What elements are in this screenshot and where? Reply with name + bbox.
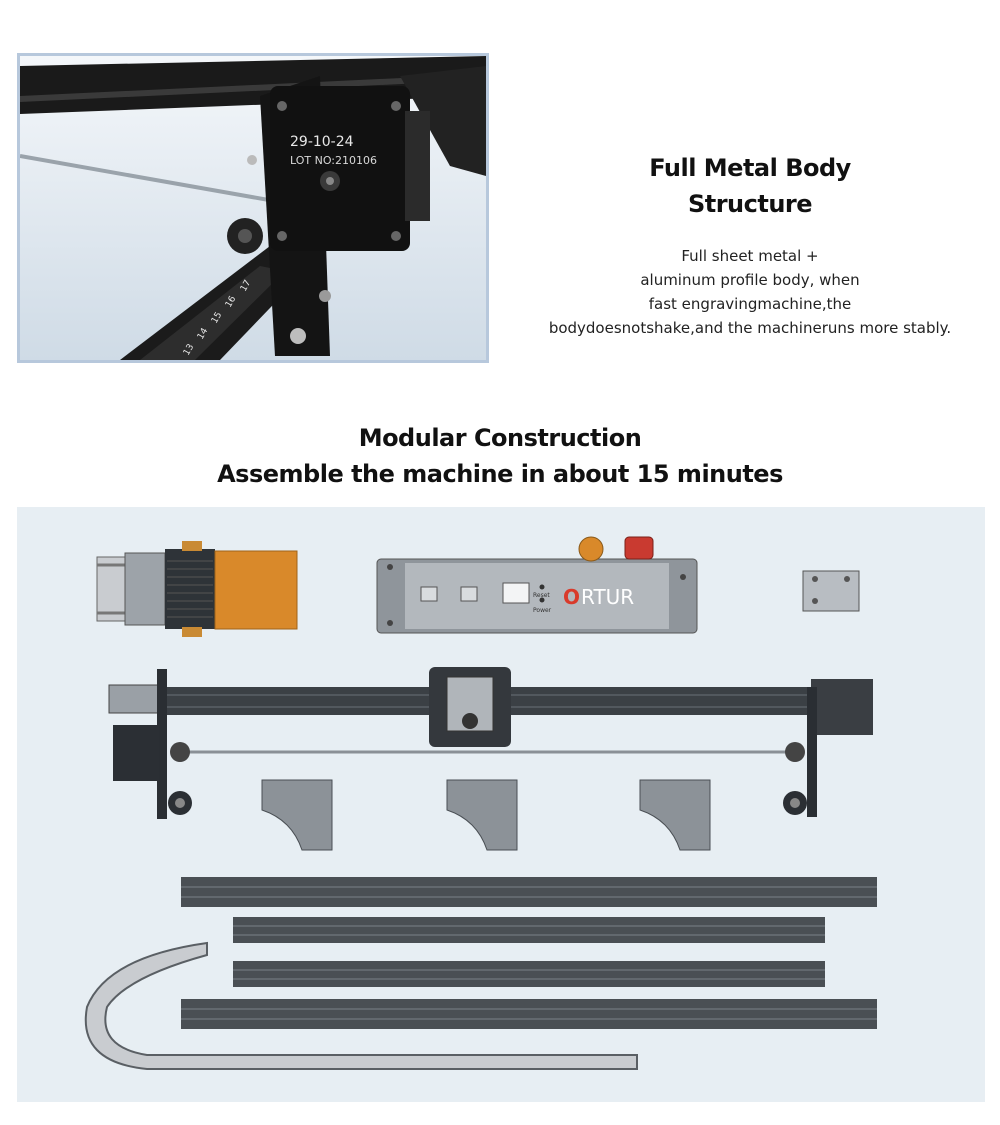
ruler-number: 13 (182, 343, 196, 358)
feature-block: Full Metal Body Structure Full sheet met… (520, 150, 980, 340)
feature-title-line: Full Metal Body (649, 154, 851, 182)
description-line: fast engravingmachine,the (648, 295, 852, 313)
drag-chain (84, 941, 638, 1070)
description-line: aluminum profile body, when (640, 271, 860, 289)
motor-closeup-illustration: 17 16 15 14 13 29-10-24 LOT NO:210106 (20, 56, 486, 360)
ruler-number: 15 (210, 311, 224, 326)
reset-label: Reset (533, 592, 550, 599)
ruler-number: 17 (239, 279, 253, 294)
parts-diagram: Reset Power O RTUR (84, 536, 877, 1070)
section-title-line: Modular Construction (358, 424, 642, 452)
small-bracket (802, 570, 860, 612)
section-title-line: Assemble the machine in about 15 minutes (217, 460, 783, 488)
controller-box: Reset Power O RTUR (376, 536, 698, 634)
parts-panel: Reset Power O RTUR (17, 507, 985, 1102)
angle-brackets (261, 779, 711, 851)
motor-date-label: 29-10-24 (290, 134, 354, 150)
brand-logo-text: RTUR (581, 585, 634, 609)
feature-description: Full sheet metal + aluminum profile body… (520, 244, 980, 340)
laser-module (96, 541, 298, 637)
aluminum-profiles (181, 877, 877, 1029)
section-title: Modular Construction Assemble the machin… (0, 420, 1000, 492)
product-photo: 17 16 15 14 13 29-10-24 LOT NO:210106 (17, 53, 489, 363)
description-line: bodydoesnotshake,and the machineruns mor… (548, 319, 952, 337)
motor-lot-label: LOT NO:210106 (290, 154, 377, 167)
feature-title: Full Metal Body Structure (520, 150, 980, 222)
feature-title-line: Structure (687, 190, 813, 218)
x-axis-gantry (108, 667, 873, 819)
brand-logo-o: O (563, 585, 580, 609)
power-label: Power (533, 607, 552, 614)
description-line: Full sheet metal + (681, 247, 819, 265)
